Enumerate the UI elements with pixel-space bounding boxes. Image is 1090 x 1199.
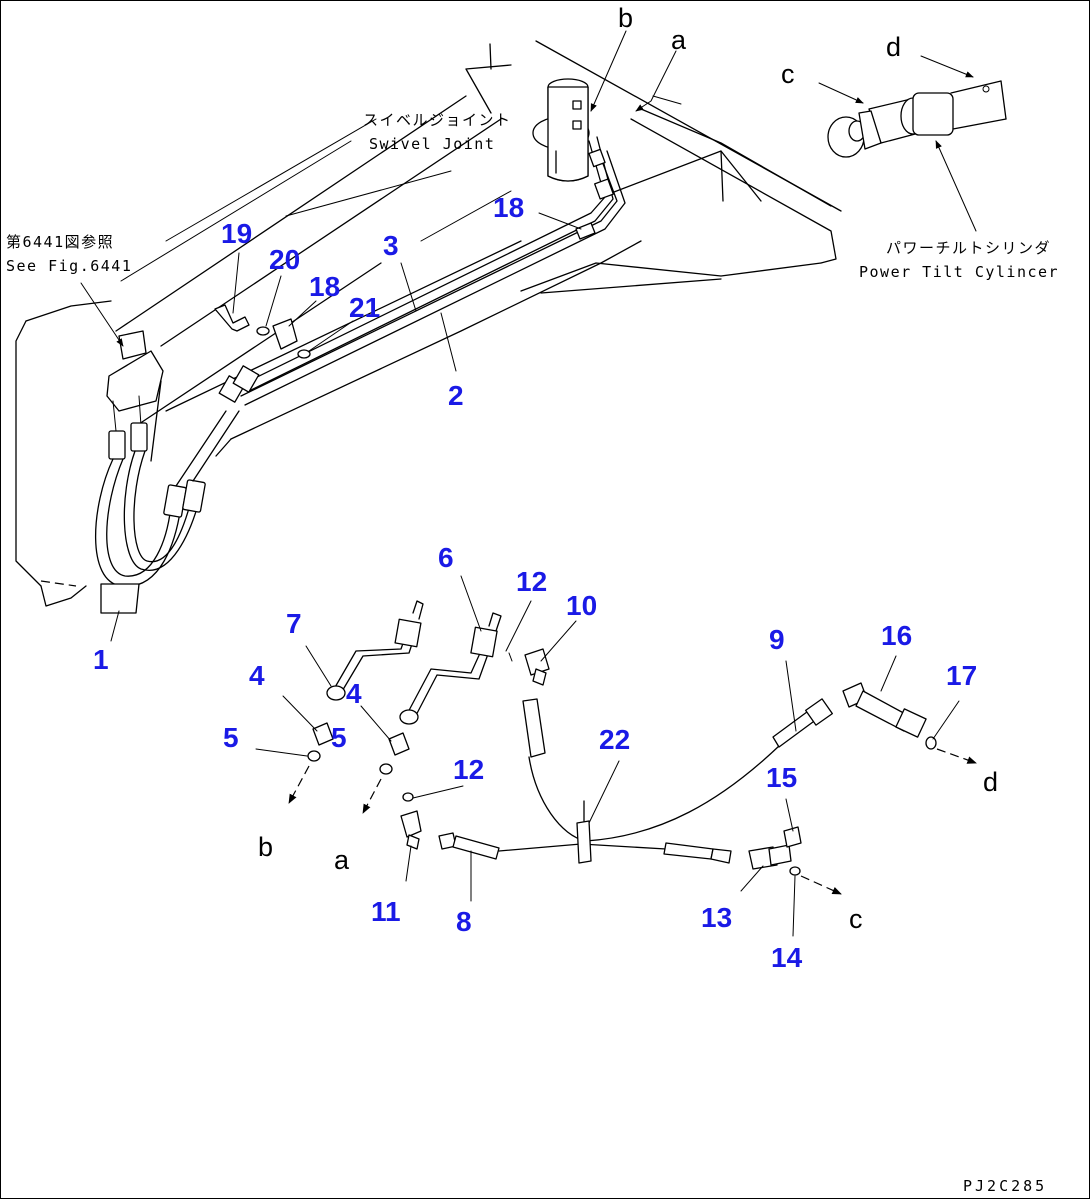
part-2-callout: 2 [448,380,464,411]
part-4-callout-right: 4 [346,678,362,709]
see-fig-label-jp: 第6441図参照 [6,233,114,251]
part-5-callout-right: 5 [331,722,347,753]
part-16-callout: 16 [881,620,912,651]
letter-b-bottom: b [258,832,273,862]
part-18-callout-top: 18 [493,192,524,223]
part-12-callout-top: 12 [516,566,547,597]
part-8-callout: 8 [456,906,472,937]
part-5-callout-left: 5 [223,722,239,753]
part-18-callout-left: 18 [309,271,340,302]
letter-c-bottom: c [849,904,863,934]
part-14-callout: 14 [771,942,803,973]
hoses-8-9-22 [438,698,834,876]
hose-assembly-1 [95,330,260,614]
swivel-joint-label-jp: スイベルジョイント [363,111,512,129]
part-callouts: 19 20 18 21 3 2 18 1 6 12 10 7 4 4 5 5 1… [93,192,977,973]
letter-c-top: c [781,59,795,89]
swivel-joint [532,78,590,182]
leader-lines [80,30,977,937]
cylinder-label-en: Power Tilt Cylincer [859,263,1059,281]
part-9-callout: 9 [769,624,785,655]
swivel-joint-label-en: Swivel Joint [369,135,495,153]
part-12-callout-bottom: 12 [453,754,484,785]
part-19-callout: 19 [221,218,252,249]
part-1-callout: 1 [93,644,109,675]
letter-a-top: a [671,25,687,55]
text-labels: スイベルジョイント Swivel Joint 第6441図参照 See Fig.… [6,111,1059,1195]
part-4-callout-left: 4 [249,660,265,691]
part-7-callout: 7 [286,608,302,639]
part-11-callout: 11 [371,896,401,927]
small-fittings [307,648,550,850]
letter-refs: b a c d b a c d [258,3,998,934]
see-fig-label-en: See Fig.6441 [6,257,132,275]
part-17-callout: 17 [946,660,977,691]
letter-d-bottom: d [983,767,998,797]
part-10-callout: 10 [566,590,597,621]
part-13-callout: 13 [701,902,732,933]
letter-a-bottom: a [334,845,350,875]
part-22-callout: 22 [599,724,630,755]
machine-frame [15,40,842,607]
cylinder-label-jp: パワーチルトシリンダ [886,239,1051,257]
fastener-group [214,304,311,359]
drawing-code: PJ2C285 [963,1177,1047,1195]
part-20-callout: 20 [269,244,300,275]
letter-b-top: b [618,3,633,33]
power-tilt-cylinder [827,80,1007,158]
part-3-callout: 3 [383,230,399,261]
pipe-2-and-3 [240,136,626,406]
pipe-16 [842,682,937,750]
letter-d-top: d [886,32,901,62]
pipes-6-and-7 [326,600,502,725]
part-6-callout: 6 [438,542,454,573]
part-15-callout: 15 [766,762,797,793]
part-21-callout: 21 [349,292,380,323]
